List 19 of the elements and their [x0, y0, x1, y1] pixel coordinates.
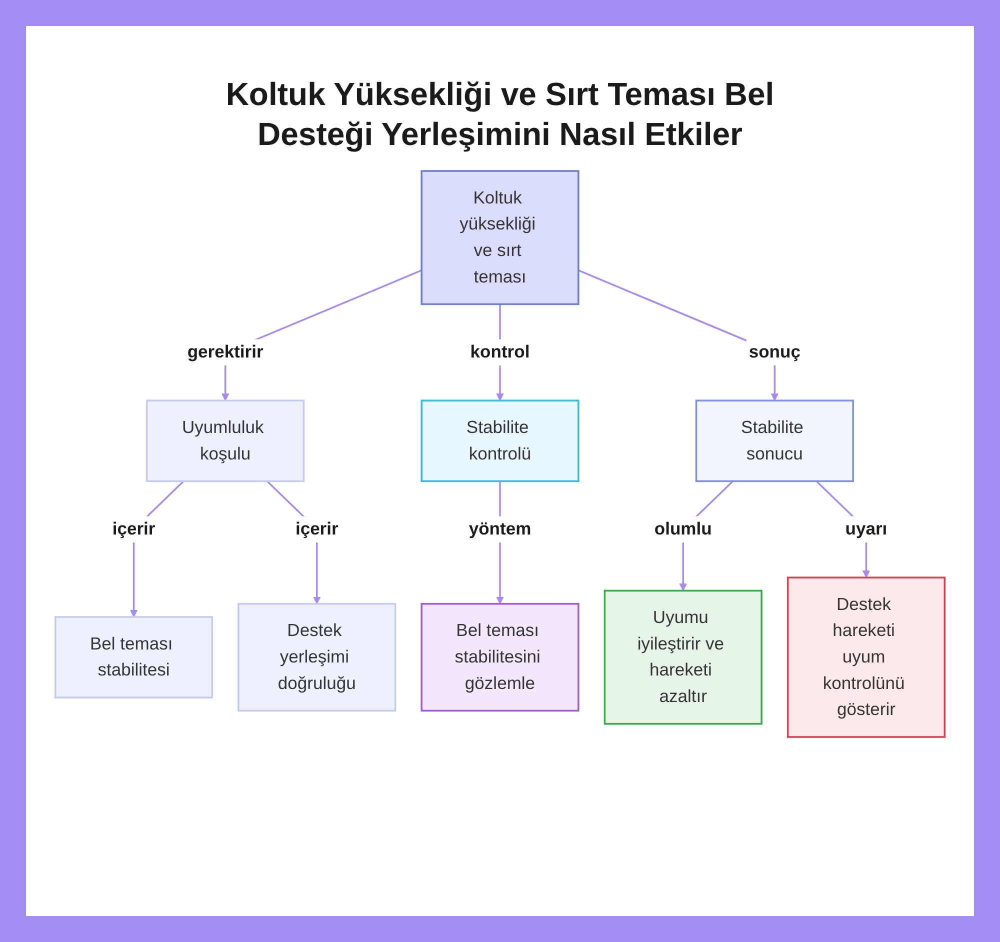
diagram-title: Koltuk Yüksekliği ve Sırt Teması Bel Desteği Yerleşimini Nasıl Etkiler	[224, 75, 776, 154]
edge-label: yöntem	[468, 520, 532, 539]
edge-label: sonuç	[748, 342, 800, 362]
node-box	[786, 576, 946, 738]
diagram-panel: Koltuk Yüksekliği ve Sırt Teması Bel Desteği Yerleşimini Nasıl Etkiler gerektirir kontrol sonuç içerir içerir yöntem olumlu uyarı Koltuk yüksekliği ve sırt teması Uyumluluk koşulu Stabilite kontrolü Stabilite sonucu Bel teması stabilitesi Destek yerleşimi doğruluğu Bel teması stabilitesini gözlemle Uyumu iyileştirir ve hareketi azaltır Destek hareketi uyum kontrolünü gösterir	[26, 26, 974, 916]
node-box	[238, 602, 396, 712]
edge-label: içerir	[112, 520, 156, 539]
edge-label: gerektirir	[187, 342, 264, 362]
edge-label: olumlu	[654, 520, 712, 539]
edge-label: kontrol	[470, 342, 530, 362]
node-box	[695, 400, 854, 482]
node-box	[604, 590, 762, 725]
edge-label: içerir	[295, 520, 338, 539]
node-box	[420, 602, 580, 712]
node-box	[420, 400, 580, 482]
node-box	[420, 170, 580, 306]
edge-label: uyarı	[845, 520, 888, 539]
node-box	[54, 616, 214, 698]
node-box	[146, 400, 305, 482]
